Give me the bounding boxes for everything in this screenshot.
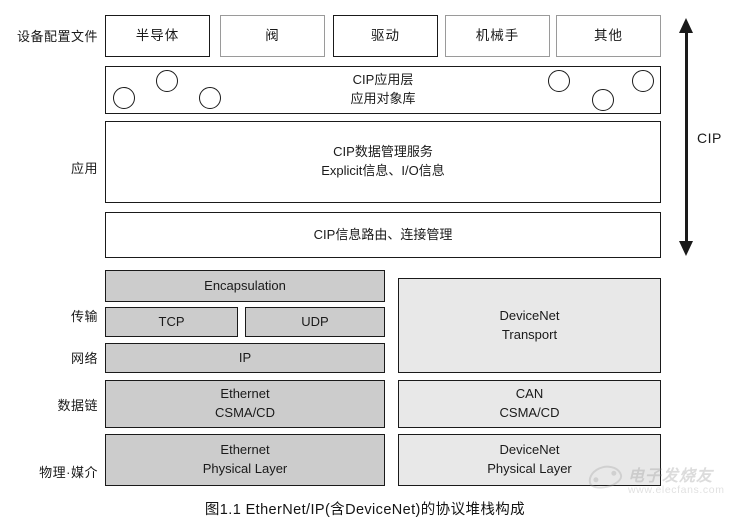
udp-box: UDP [245, 307, 385, 337]
ethernet-physical-layer-box: Ethernet Physical Layer [105, 434, 385, 486]
cip-arrow-head-down-icon [679, 241, 693, 256]
object-circle-icon [199, 87, 221, 109]
devicenet-physical-name-label: DeviceNet [499, 442, 560, 458]
udp-label: UDP [301, 313, 329, 329]
cip-application-object-library-text: CIP应用层 应用对象库 [344, 71, 421, 109]
device-profile-semiconductor[interactable]: 半导体 [105, 15, 210, 57]
tcp-box: TCP [105, 307, 238, 337]
cip-message-routing-box: CIP信息路由、连接管理 [105, 212, 661, 258]
encapsulation-box: Encapsulation [105, 270, 385, 302]
cip-arrow-head-up-icon [679, 18, 693, 33]
row-label-data-link: 数据链 [57, 398, 98, 413]
cip-message-types-label: Explicit信息、I/O信息 [321, 163, 445, 178]
device-profile-label: 机械手 [475, 28, 520, 44]
cip-object-library-label: 应用对象库 [350, 91, 416, 106]
object-circle-icon [156, 70, 178, 92]
ethernet-physical-layer-label: Physical Layer [202, 461, 288, 476]
ethernet-data-link-box: Ethernet CSMA/CD [105, 380, 385, 428]
device-profile-valve[interactable]: 阀 [220, 15, 325, 57]
ethernet-data-link-label: Ethernet [220, 386, 270, 402]
row-label-application: 应用 [70, 161, 98, 176]
object-circle-icon [548, 70, 570, 92]
ip-box: IP [105, 343, 385, 373]
cip-scope-label: CIP [697, 130, 722, 146]
row-label-network: 网络 [70, 351, 98, 366]
row-label-transport: 传输 [70, 309, 98, 324]
can-data-link-text: CAN CSMA/CD [494, 385, 566, 423]
device-profile-label: 阀 [265, 28, 280, 44]
device-profile-label: 其他 [594, 28, 623, 44]
cip-application-layer-label: CIP应用层 [352, 72, 414, 88]
object-circle-icon [592, 89, 614, 111]
can-csma-label: CSMA/CD [499, 405, 560, 420]
row-label-physical-media: 物理·媒介 [39, 465, 98, 480]
ethernet-physical-text: Ethernet Physical Layer [197, 441, 294, 479]
devicenet-physical-layer-box: DeviceNet Physical Layer [398, 434, 661, 486]
devicenet-transport-label: Transport [501, 326, 558, 342]
devicenet-transport-text: DeviceNet Transport [494, 307, 566, 345]
cip-arrow-shaft [685, 30, 688, 243]
device-profile-label: 半导体 [135, 28, 180, 44]
cip-data-management-label: CIP数据管理服务 [333, 144, 433, 160]
object-circle-icon [632, 70, 654, 92]
ip-label: IP [238, 349, 252, 365]
device-profile-label: 驱动 [371, 28, 400, 44]
figure-caption: 图1.1 EtherNet/IP(含DeviceNet)的协议堆栈构成 [204, 502, 526, 518]
device-profile-drive[interactable]: 驱动 [333, 15, 438, 57]
devicenet-transport-box: DeviceNet Transport [398, 278, 661, 373]
device-profile-other[interactable]: 其他 [556, 15, 661, 57]
ethernet-data-link-text: Ethernet CSMA/CD [209, 385, 281, 423]
devicenet-physical-layer-label: Physical Layer [487, 461, 572, 476]
device-profile-robot[interactable]: 机械手 [445, 15, 550, 57]
can-label: CAN [515, 386, 544, 402]
cip-application-object-library-box: CIP应用层 应用对象库 [105, 66, 661, 114]
devicenet-name-label: DeviceNet [499, 307, 560, 323]
object-circle-icon [113, 87, 135, 109]
ethernet-physical-name-label: Ethernet [220, 442, 270, 458]
cip-message-routing-label: CIP信息路由、连接管理 [313, 226, 453, 242]
cip-data-management-text: CIP数据管理服务 Explicit信息、I/O信息 [315, 143, 451, 181]
tcp-label: TCP [158, 313, 185, 329]
devicenet-physical-text: DeviceNet Physical Layer [481, 441, 578, 479]
row-label-device-profile: 设备配置文件 [16, 29, 98, 44]
ethernet-csma-label: CSMA/CD [215, 405, 275, 420]
can-data-link-box: CAN CSMA/CD [398, 380, 661, 428]
cip-data-management-box: CIP数据管理服务 Explicit信息、I/O信息 [105, 121, 661, 203]
encapsulation-label: Encapsulation [204, 277, 286, 293]
